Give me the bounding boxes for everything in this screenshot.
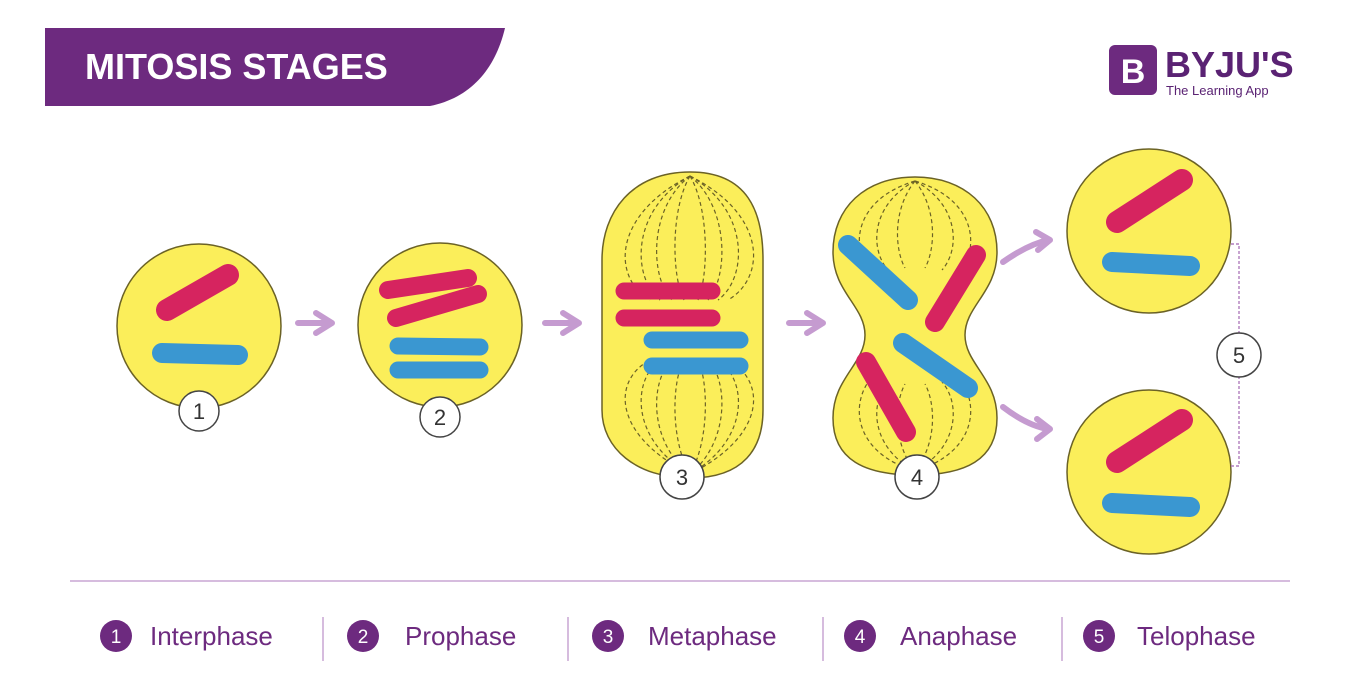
cell-prophase: 2 [357, 242, 523, 438]
cell-1-body [116, 243, 282, 409]
logo-mark-letter: B [1121, 53, 1146, 91]
legend-label: Metaphase [648, 621, 777, 651]
chromatid-red-a [379, 269, 477, 299]
chromosome-blue [152, 343, 248, 365]
legend-number-circle [100, 620, 132, 652]
legend-item-telophase: 5 Telophase [1083, 620, 1256, 652]
legend-item-interphase: 1 Interphase [100, 620, 273, 652]
legend-number-circle [1083, 620, 1115, 652]
logo-brand-name: BYJU'S [1165, 44, 1294, 85]
brand-logo: B BYJU'S The Learning App [1109, 44, 1294, 98]
logo-mark-icon [1109, 45, 1157, 95]
legend-number-circle [844, 620, 876, 652]
legend-number: 1 [111, 627, 122, 648]
legend-label: Telophase [1137, 621, 1256, 651]
arrow-right-icon [295, 310, 335, 336]
stage-badge-2-number: 2 [434, 405, 446, 430]
chromosome-blue [1102, 252, 1200, 276]
legend-label: Anaphase [900, 621, 1017, 651]
legend-label: Prophase [405, 621, 516, 651]
arrow-right-icon [542, 310, 582, 336]
chromosome-blue-upper [838, 235, 918, 310]
cell-telophase-top [1066, 148, 1232, 314]
stage-badge-3 [659, 454, 705, 500]
legend-item-anaphase: 4 Anaphase [844, 620, 1017, 652]
legend-label: Interphase [150, 621, 273, 651]
cell-interphase: 1 [116, 243, 282, 432]
arrow-right-icon [786, 310, 826, 336]
legend-number-circle [592, 620, 624, 652]
chromosome-red [1106, 409, 1193, 473]
legend-number-circle [347, 620, 379, 652]
arrow-down-right-icon [1000, 404, 1053, 442]
chromosome-red-lower [856, 352, 916, 442]
stage-badge-3-number: 3 [676, 465, 688, 490]
stage-badge-1 [178, 390, 220, 432]
chromosome-red-upper [925, 245, 986, 332]
legend-number: 4 [855, 627, 866, 648]
legend-number: 2 [358, 627, 369, 648]
cell-metaphase: 3 [601, 171, 764, 500]
stage-badge-2 [419, 396, 461, 438]
chromosome-red [1106, 169, 1193, 233]
stage-badge-1-number: 1 [193, 399, 205, 424]
stage-badge-5 [1216, 332, 1262, 378]
chromatid-red-b [387, 285, 487, 327]
telophase-bracket: 5 [1216, 243, 1262, 467]
arrow-up-right-icon [1000, 229, 1053, 265]
daughter-cell-top [1066, 148, 1232, 314]
daughter-cell-bottom [1066, 389, 1232, 555]
legend-item-prophase: 2 Prophase [347, 620, 516, 652]
cell-telophase-bottom [1066, 389, 1232, 555]
cell-anaphase: 4 [832, 176, 998, 500]
header-banner: MITOSIS STAGES [45, 28, 505, 106]
chromatid-blue-a [389, 337, 489, 356]
legend-number: 5 [1094, 627, 1105, 648]
chromosome-red [156, 264, 239, 321]
chromosome-blue [1102, 493, 1200, 517]
chromosome-blue-lower [893, 333, 978, 398]
page-title: MITOSIS STAGES [85, 46, 388, 87]
stage-badge-5-number: 5 [1233, 343, 1245, 368]
stage-badge-4-number: 4 [911, 465, 923, 490]
legend-item-metaphase: 3 Metaphase [592, 620, 777, 652]
legend-number: 3 [603, 627, 614, 648]
legend: 1 Interphase 2 Prophase 3 Metaphase 4 An… [100, 617, 1256, 661]
header-background [45, 28, 505, 106]
stage-badge-4 [894, 454, 940, 500]
logo-tagline: The Learning App [1166, 83, 1269, 98]
cell-2-body [357, 242, 523, 408]
